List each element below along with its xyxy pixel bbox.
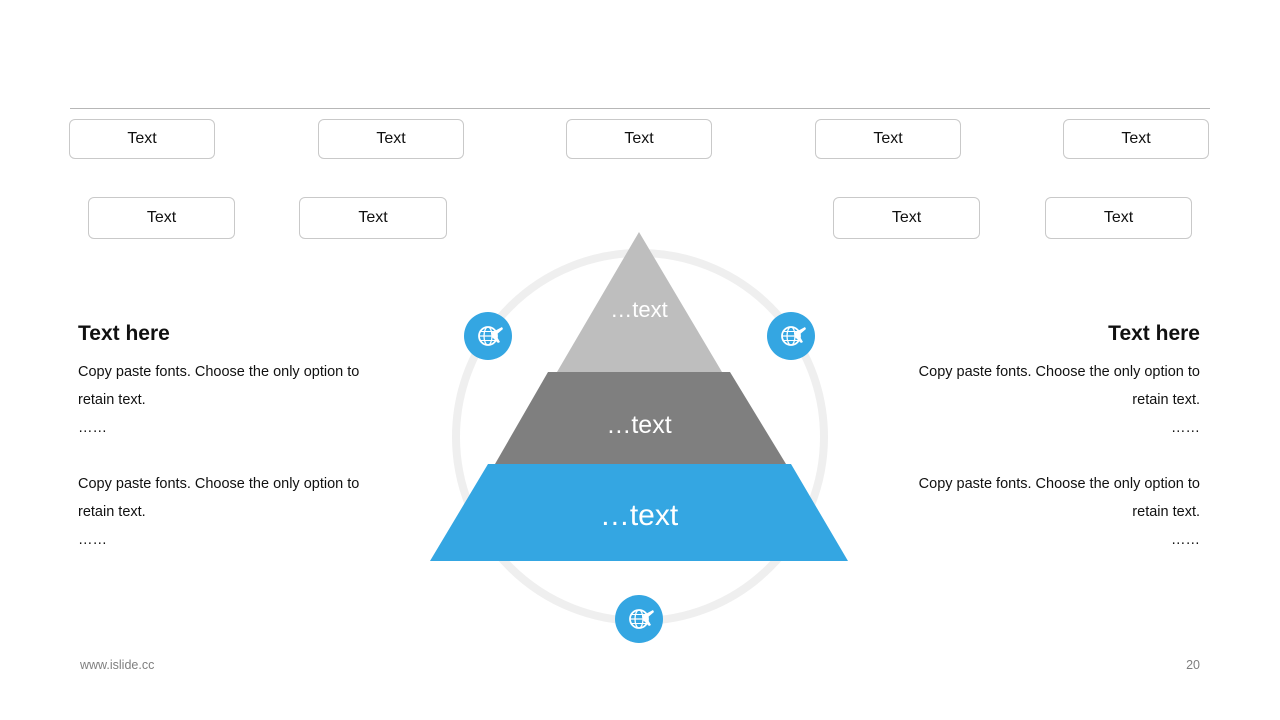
globe-plane-icon: [767, 312, 815, 360]
pyramid-middle-label: …text: [606, 411, 671, 439]
second-box-4[interactable]: Text: [1045, 197, 1192, 239]
globe-plane-icon: [615, 595, 663, 643]
second-box-3[interactable]: Text: [833, 197, 980, 239]
top-box-4[interactable]: Text: [815, 119, 961, 159]
top-box-3[interactable]: Text: [566, 119, 712, 159]
second-box-3-label: Text: [891, 209, 922, 226]
second-box-2-label: Text: [358, 209, 388, 226]
right-paragraph-2-line-2: retain text.: [1132, 504, 1200, 520]
left-paragraph-1-line-1: Copy paste fonts. Choose the only option…: [78, 364, 360, 380]
pyramid-top-label: …text: [610, 297, 667, 322]
pyramid-middle-tier: [495, 372, 786, 464]
left-heading: Text here: [78, 322, 170, 345]
left-paragraph-gap: [78, 442, 378, 470]
second-box-1-label: Text: [146, 209, 177, 226]
right-paragraph-2-line-1: Copy paste fonts. Choose the only option…: [918, 476, 1200, 492]
top-divider: [70, 108, 1210, 109]
top-box-2[interactable]: Text: [318, 119, 464, 159]
left-paragraph-1-ellipsis: ……: [78, 420, 107, 436]
right-paragraph-1-line-1: Copy paste fonts. Choose the only option…: [918, 364, 1200, 380]
pyramid-top-tier: [557, 232, 722, 372]
globe-plane-icon: [464, 312, 512, 360]
pyramid-diagram: …text …text …text: [430, 232, 848, 643]
footer-url[interactable]: www.islide.cc: [80, 658, 155, 672]
top-box-1[interactable]: Text: [69, 119, 215, 159]
right-paragraph-1-line-2: retain text.: [1132, 392, 1200, 408]
left-paragraph-2-ellipsis: ……: [78, 532, 107, 548]
right-paragraph-gap: [900, 442, 1200, 470]
top-box-4-label: Text: [873, 130, 903, 147]
top-box-1-label: Text: [127, 130, 157, 147]
right-text-panel: Text here Copy paste fonts. Choose the o…: [900, 316, 1200, 554]
second-box-1[interactable]: Text: [88, 197, 235, 239]
right-heading: Text here: [1108, 322, 1200, 345]
right-paragraph-2-ellipsis: ……: [1171, 532, 1200, 548]
pyramid-bottom-label: …text: [600, 499, 679, 532]
top-box-5-label: Text: [1121, 130, 1151, 147]
left-paragraph-2-line-2: retain text.: [78, 504, 146, 520]
top-box-3-label: Text: [624, 130, 654, 147]
page-number: 20: [1186, 658, 1200, 672]
second-box-2[interactable]: Text: [299, 197, 447, 239]
left-text-panel: Text here Copy paste fonts. Choose the o…: [78, 316, 378, 554]
left-paragraph-2-line-1: Copy paste fonts. Choose the only option…: [78, 476, 360, 492]
left-paragraph-1-line-2: retain text.: [78, 392, 146, 408]
pyramid-bottom-tier: [430, 464, 848, 561]
right-paragraph-1-ellipsis: ……: [1171, 420, 1200, 436]
top-box-5[interactable]: Text: [1063, 119, 1209, 159]
top-box-2-label: Text: [376, 130, 406, 147]
second-box-4-label: Text: [1103, 209, 1134, 226]
